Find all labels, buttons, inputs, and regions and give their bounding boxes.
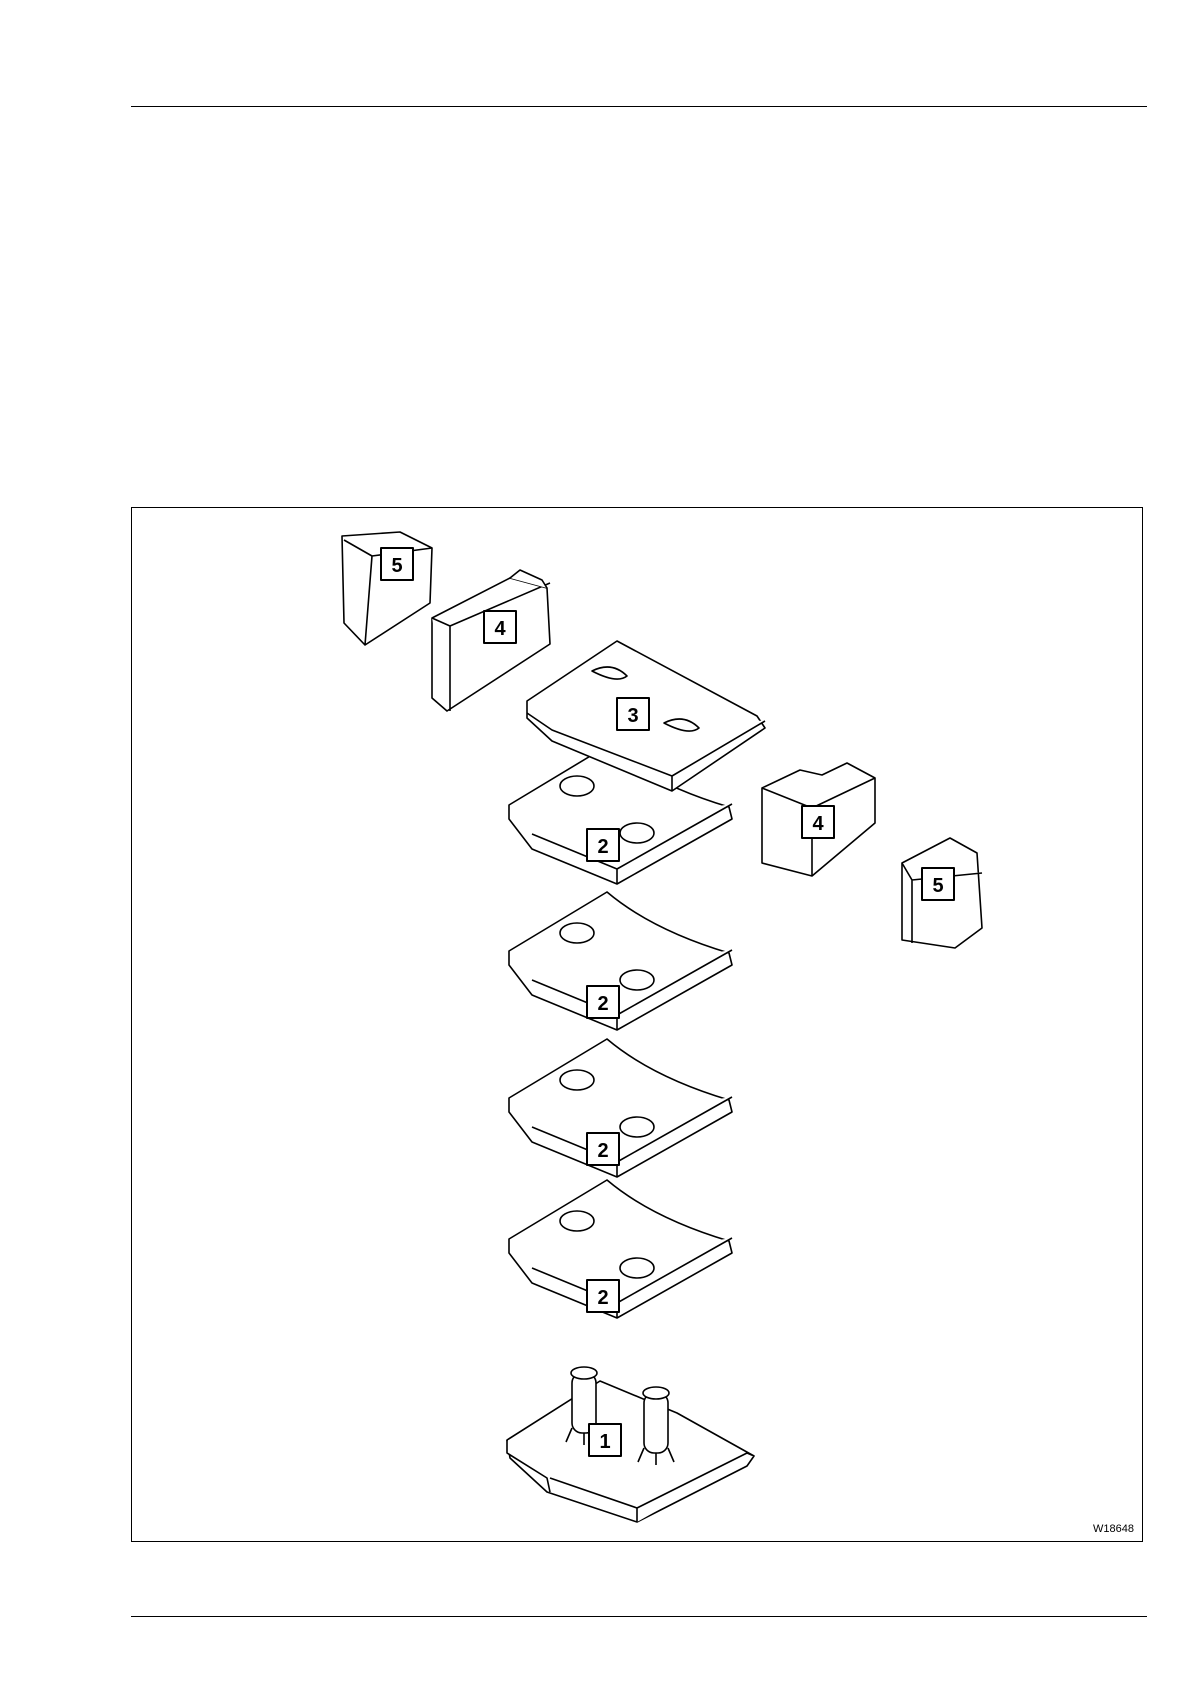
callout-5-left-label: 5 xyxy=(391,555,402,577)
header-rule xyxy=(131,106,1147,107)
callout-2-a: 2 xyxy=(587,829,619,861)
callout-2-b: 2 xyxy=(587,986,619,1018)
exploded-assembly-drawing: 1 2 2 2 2 3 4 5 xyxy=(132,508,1142,1541)
callout-5-left: 5 xyxy=(381,548,413,580)
callout-2-a-label: 2 xyxy=(597,836,608,858)
callout-2-d: 2 xyxy=(587,1280,619,1312)
callout-4-right-label: 4 xyxy=(812,813,824,835)
callout-5-right: 5 xyxy=(922,868,954,900)
figure-id: W18648 xyxy=(1093,1523,1134,1535)
plate-drawing-4 xyxy=(509,1180,732,1318)
base-plate-drawing xyxy=(507,1367,754,1522)
callout-2-d-label: 2 xyxy=(597,1287,608,1309)
callout-4-left-label: 4 xyxy=(494,618,506,640)
callout-2-c: 2 xyxy=(587,1133,619,1165)
callout-1-label: 1 xyxy=(599,1431,610,1453)
callout-4-left: 4 xyxy=(484,611,516,643)
callout-2-c-label: 2 xyxy=(597,1140,608,1162)
callout-5-right-label: 5 xyxy=(932,875,943,897)
callout-1: 1 xyxy=(589,1424,621,1456)
footer-rule xyxy=(131,1616,1147,1617)
plate-drawing-2 xyxy=(509,892,732,1030)
callout-3-label: 3 xyxy=(627,705,638,727)
figure-frame: 1 2 2 2 2 3 4 5 xyxy=(131,507,1143,1542)
plate-drawing-3 xyxy=(509,1039,732,1177)
callout-3: 3 xyxy=(617,698,649,730)
callout-4-right: 4 xyxy=(802,806,834,838)
callout-2-b-label: 2 xyxy=(597,993,608,1015)
